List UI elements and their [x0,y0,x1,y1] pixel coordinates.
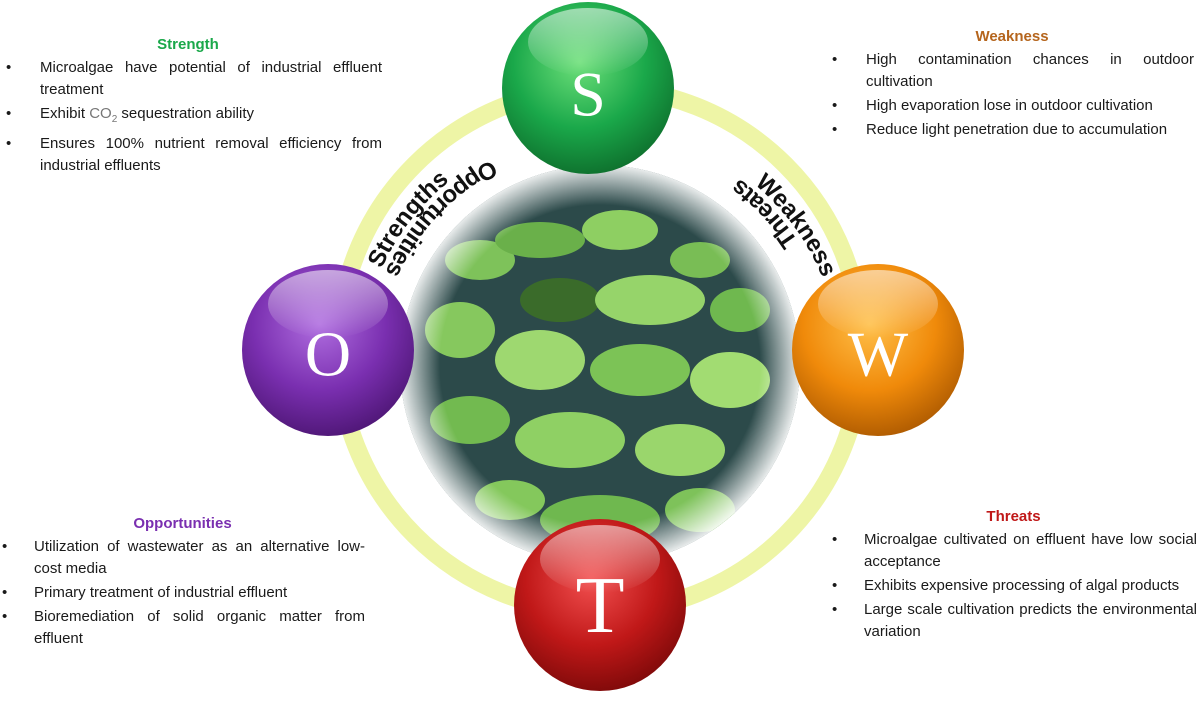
microalgae-pond-image [400,165,800,565]
strength-list: •Microalgae have potential of industrial… [4,57,382,177]
bullet-icon: • [6,105,12,122]
list-item: •High evaporation lose in outdoor cultiv… [830,95,1194,117]
list-item: •Bioremediation of solid organic matter … [2,608,365,647]
list-item: •Large scale cultivation predicts the en… [832,601,1197,640]
weakness-panel: Weakness •High contamination chances in … [830,28,1194,143]
bullet-icon: • [2,584,8,601]
list-item: •Microalgae cultivated on effluent have … [832,531,1197,570]
bullet-icon: • [832,577,838,594]
bullet-icon: • [2,608,8,625]
opportunities-panel: Opportunities •Utilization of wastewater… [0,515,365,652]
weakness-list: •High contamination chances in outdoor c… [830,49,1194,141]
weakness-circle: W [792,264,964,436]
svg-text:O: O [305,319,351,390]
bullet-icon: • [832,97,838,114]
bullet-icon: • [6,59,12,76]
strength-circle: S [502,2,674,174]
list-item: •Exhibits expensive processing of algal … [830,575,1197,597]
svg-text:T: T [576,562,625,650]
list-item: •High contamination chances in outdoor c… [832,51,1194,90]
svg-text:W: W [848,319,909,390]
svg-text:S: S [570,59,606,130]
bullet-icon: • [832,51,838,68]
opportunities-circle: O [242,264,414,436]
list-item: •Reduce light penetration due to accumul… [830,119,1194,141]
list-item: •Primary treatment of industrial effluen… [0,582,365,604]
bullet-icon: • [832,531,838,548]
bullet-icon: • [832,601,838,618]
strength-title: Strength [157,36,219,53]
opportunities-title: Opportunities [133,515,232,532]
threats-title: Threats [986,508,1041,525]
strength-panel: Strength •Microalgae have potential of i… [4,36,382,179]
list-item: •Utilization of wastewater as an alterna… [2,538,365,577]
bullet-icon: • [2,538,8,555]
list-item: •Exhibit CO2 sequestration ability [6,105,255,125]
list-item: •Microalgae have potential of industrial… [6,59,382,98]
co2-formula: CO2 [89,105,118,125]
threats-list: •Microalgae cultivated on effluent have … [830,529,1197,643]
threats-circle: T [514,519,686,691]
list-item: •Ensures 100% nutrient removal efficienc… [6,135,382,174]
bullet-icon: • [832,121,838,138]
opportunities-list: •Utilization of wastewater as an alterna… [0,536,365,650]
bullet-icon: • [6,135,12,152]
weakness-title: Weakness [975,28,1049,45]
threats-panel: Threats •Microalgae cultivated on efflue… [830,508,1197,645]
